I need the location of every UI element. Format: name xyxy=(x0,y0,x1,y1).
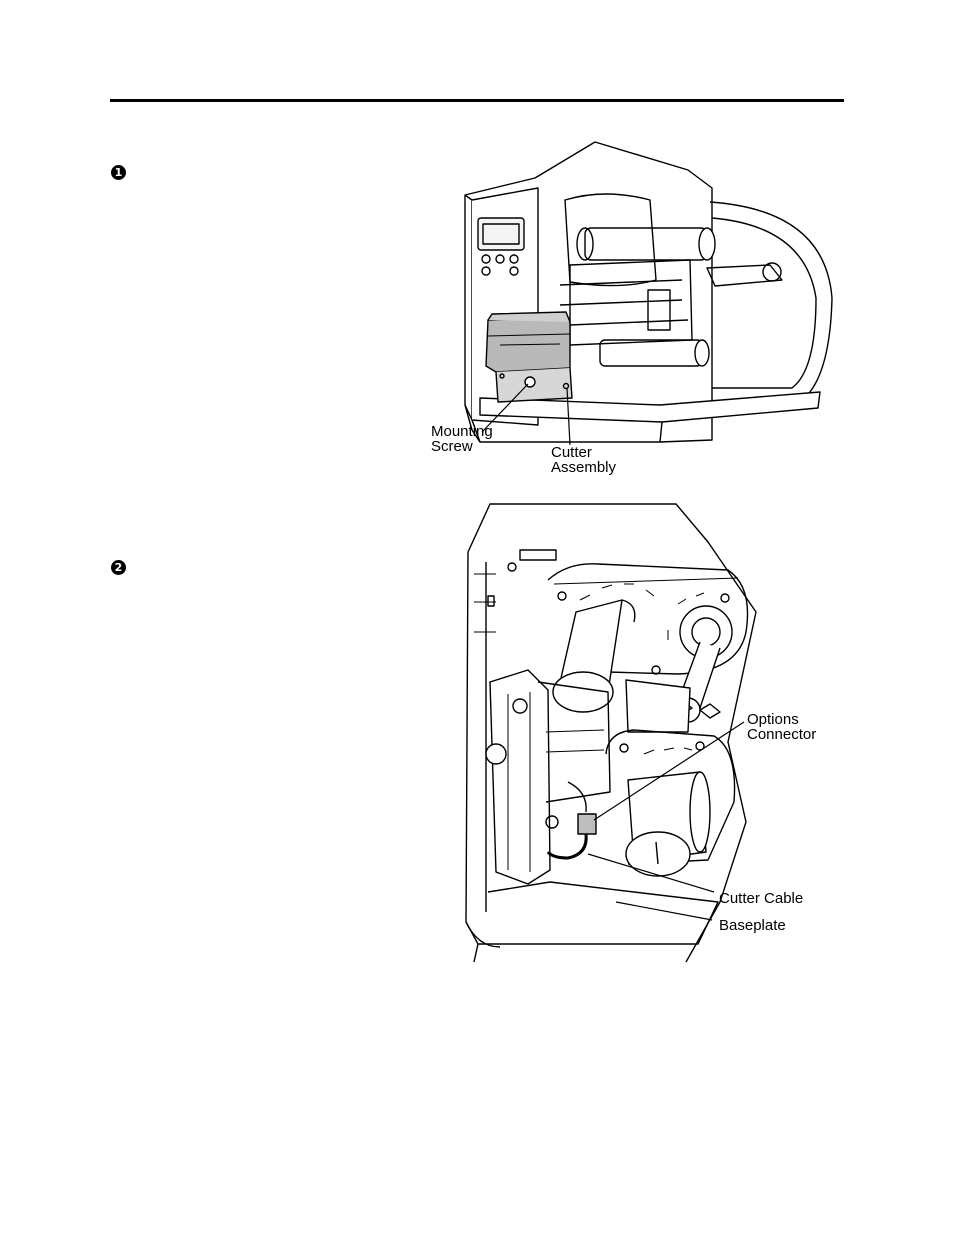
printer-cutter-cable-illustration xyxy=(465,503,757,963)
options-connector-label: Options Connector xyxy=(747,711,817,743)
cutter-cable-label: Cutter Cable xyxy=(719,890,804,907)
cutter-assembly-label: Cutter Assembly xyxy=(551,444,617,476)
header-rule xyxy=(110,99,844,102)
mounting-screw-label: Mounting Screw xyxy=(431,423,493,455)
step-2-marker: 2 xyxy=(111,560,126,575)
printer-cutter-front-illustration xyxy=(464,141,833,446)
step-1-marker: 1 xyxy=(111,165,126,180)
baseplate-label: Baseplate xyxy=(719,917,786,934)
